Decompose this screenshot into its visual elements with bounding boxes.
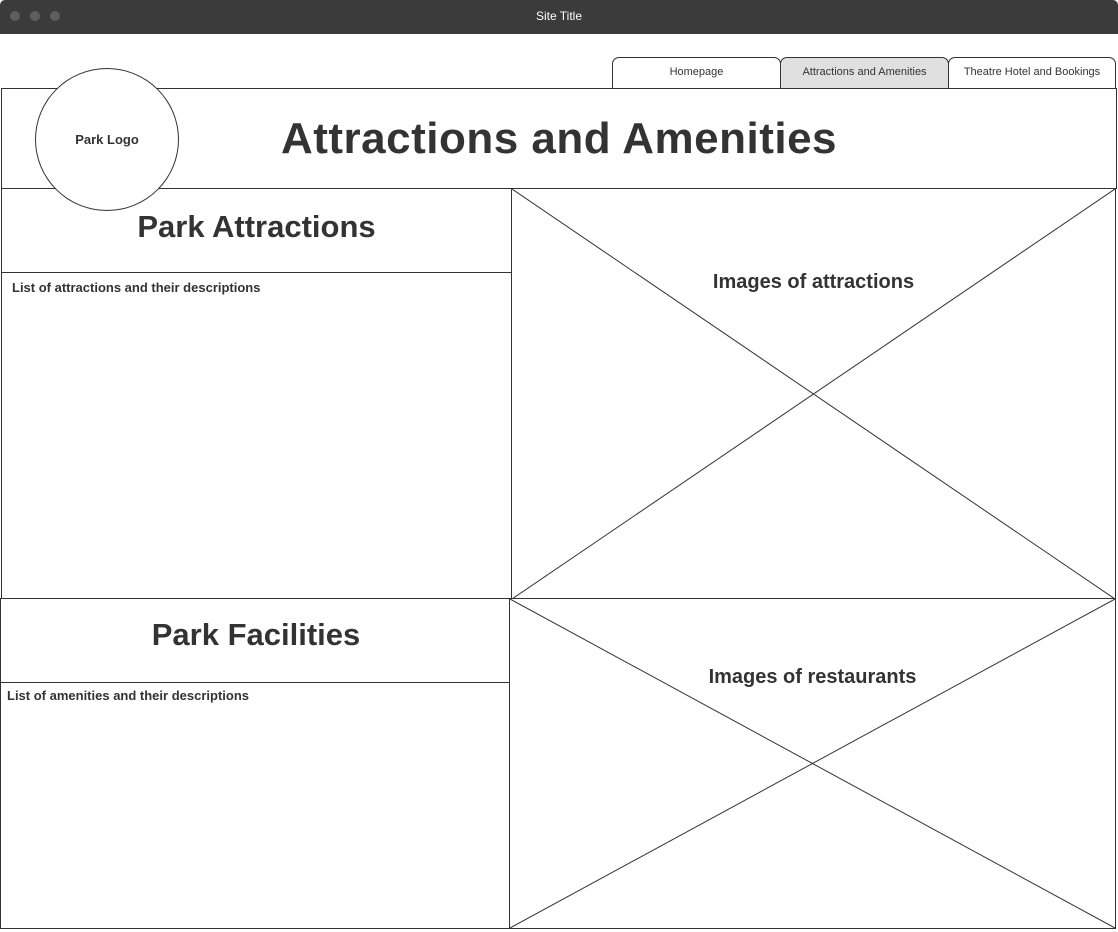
facilities-title-box: Park Facilities <box>0 598 512 683</box>
attractions-image-label: Images of attractions <box>712 271 915 293</box>
minimize-dot-icon[interactable] <box>30 11 40 21</box>
restaurants-image-label: Images of restaurants <box>708 666 917 688</box>
facilities-description: List of amenities and their descriptions <box>7 688 249 703</box>
logo-label: Park Logo <box>75 132 139 147</box>
facilities-list-box: List of amenities and their descriptions <box>0 682 512 929</box>
attractions-description: List of attractions and their descriptio… <box>12 280 261 295</box>
close-dot-icon[interactable] <box>10 11 20 21</box>
attractions-image-placeholder: Images of attractions <box>511 188 1116 600</box>
tab-theatre-hotel-and-bookings[interactable]: Theatre Hotel and Bookings <box>948 57 1116 88</box>
image-placeholder-cross-icon <box>510 599 1115 928</box>
tab-attractions-and-amenities[interactable]: Attractions and Amenities <box>780 57 949 88</box>
window-titlebar: Site Title <box>0 0 1118 34</box>
park-logo[interactable]: Park Logo <box>35 68 179 211</box>
page-title: Attractions and Amenities <box>280 114 838 163</box>
maximize-dot-icon[interactable] <box>50 11 60 21</box>
page-header: Attractions and Amenities <box>1 88 1117 189</box>
window-title: Site Title <box>535 9 583 23</box>
image-placeholder-cross-icon <box>512 189 1115 599</box>
attractions-list-box: List of attractions and their descriptio… <box>1 272 512 600</box>
facilities-heading: Park Facilities <box>151 617 361 652</box>
attractions-heading: Park Attractions <box>137 209 376 244</box>
restaurants-image-placeholder: Images of restaurants <box>509 598 1116 929</box>
tab-homepage[interactable]: Homepage <box>612 57 781 88</box>
